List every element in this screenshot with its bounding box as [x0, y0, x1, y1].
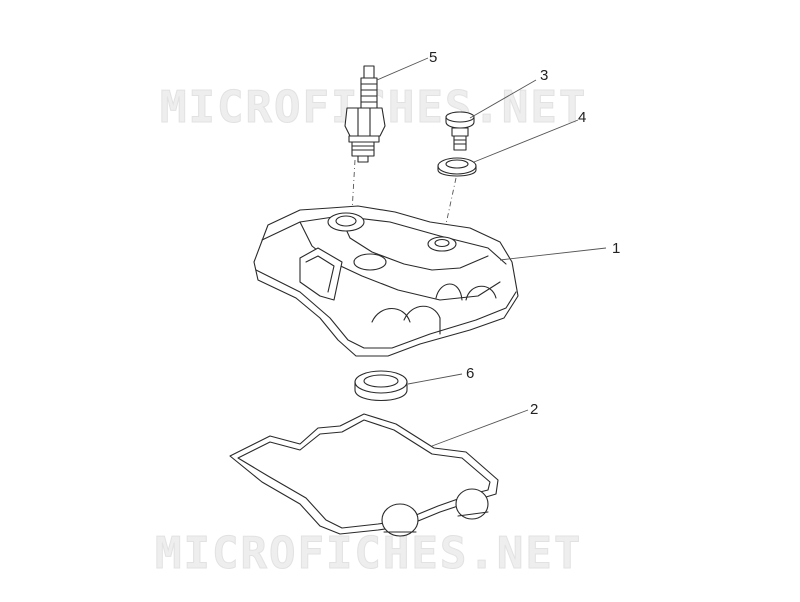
seal-ring[interactable] [354, 370, 408, 401]
leader-part5 [376, 57, 429, 81]
spark-plug[interactable] [344, 65, 386, 163]
watermark-bottom: MICROFICHES.NET [155, 528, 582, 579]
callout-part5: 5 [429, 49, 437, 66]
callout-part1: 1 [612, 240, 620, 257]
gasket[interactable] [229, 413, 499, 537]
leader-part1 [499, 247, 607, 261]
bolt[interactable] [445, 111, 475, 151]
leader-part3 [469, 79, 537, 119]
leader-part2 [431, 409, 529, 447]
callout-part2: 2 [530, 401, 538, 418]
leader-part4 [473, 119, 579, 163]
callout-part4: 4 [578, 109, 586, 126]
valve-cover[interactable] [253, 205, 519, 357]
callout-part6: 6 [466, 365, 474, 382]
leader-part6 [407, 373, 463, 385]
washer[interactable] [437, 157, 477, 177]
callout-part3: 3 [540, 67, 548, 84]
assembly-line-spark-plug [351, 159, 356, 213]
